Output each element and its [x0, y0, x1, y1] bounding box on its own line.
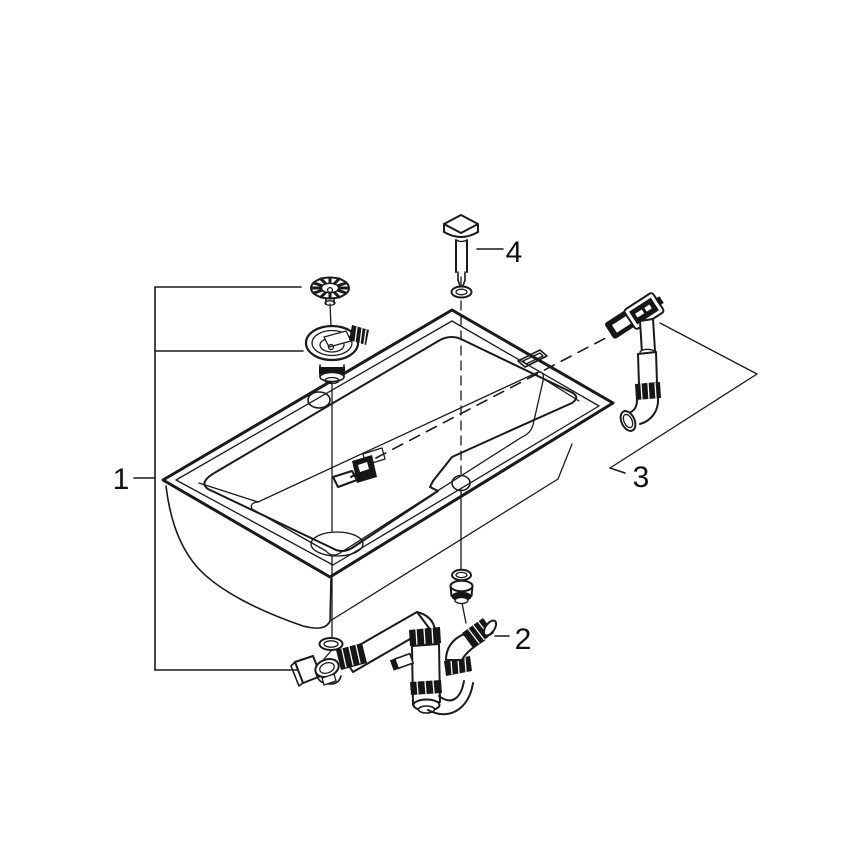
overflow-pipe-assembly: [605, 292, 665, 432]
overflow-pipe-upper: [639, 318, 656, 354]
callout-4-label: 4: [506, 236, 523, 269]
trap-inlet-opening: [314, 658, 340, 678]
bowl-bottom: [250, 371, 544, 556]
overflow-pipe-lower: [637, 351, 658, 386]
plug-shaft: [455, 239, 468, 273]
plug-head: [443, 214, 479, 234]
overflow-slot: [517, 349, 548, 368]
basin-opening: [203, 336, 578, 552]
callout-1-label: 1: [113, 463, 130, 496]
callout-1-bracket: [133, 286, 304, 671]
overflow-axis-dashed: [375, 317, 645, 459]
trap-hose: [438, 680, 465, 702]
faucet-hole: [307, 391, 331, 409]
knob-nut: [449, 579, 474, 605]
sink-inner-rim: [175, 320, 600, 566]
strainer-cap-sunburst: [310, 276, 350, 300]
knob-o-ring: [451, 568, 472, 582]
overflow-pin: [350, 471, 360, 478]
sink-underbody: [165, 485, 332, 629]
drain-o-ring: [318, 637, 344, 651]
basket-strainer-cap: [310, 276, 350, 306]
drain-trap-assembly: [290, 568, 498, 716]
overflow-plate: [332, 470, 358, 488]
bowl-wall-edge-left: [198, 482, 259, 503]
alignment-lines: [323, 276, 645, 660]
sink-front-face-edge: [329, 478, 559, 622]
plug-o-ring: [450, 285, 473, 299]
overflow-inner-fitting: [332, 447, 386, 488]
strainer-flap: [323, 330, 352, 348]
sink-body: [161, 308, 615, 629]
dishwasher-spigot: [389, 652, 415, 671]
callout-3-label: 3: [633, 461, 650, 494]
strainer-body: [304, 324, 369, 385]
bowl-wall-edge-right: [546, 380, 580, 402]
sink-outer-rim: [161, 308, 615, 579]
callout-2-label: 2: [515, 623, 532, 656]
trap-cylinder: [411, 643, 441, 706]
square-head-plug: [443, 214, 479, 299]
overflow-elbow: [639, 397, 660, 425]
bowl-drain-opening: [310, 531, 364, 557]
callout-3-leader: [609, 322, 758, 474]
